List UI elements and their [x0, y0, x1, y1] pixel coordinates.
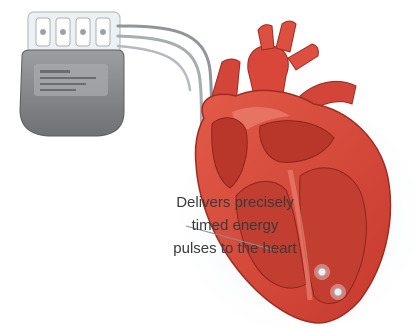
vessel-branch-1: [258, 25, 274, 50]
device-label-plate: [34, 64, 108, 96]
vessel-branch-3: [288, 44, 318, 70]
callout-line-1: Delivers precisely: [160, 191, 310, 214]
callout-text: Delivers precisely timed energy pulses t…: [160, 191, 310, 260]
vessel-branch-2: [276, 21, 296, 52]
pacemaker-device: [20, 12, 124, 136]
lead-wire-3: [118, 46, 190, 90]
callout-line-3: pulses to the heart: [160, 237, 310, 260]
callout-line-2: timed energy: [160, 214, 310, 237]
